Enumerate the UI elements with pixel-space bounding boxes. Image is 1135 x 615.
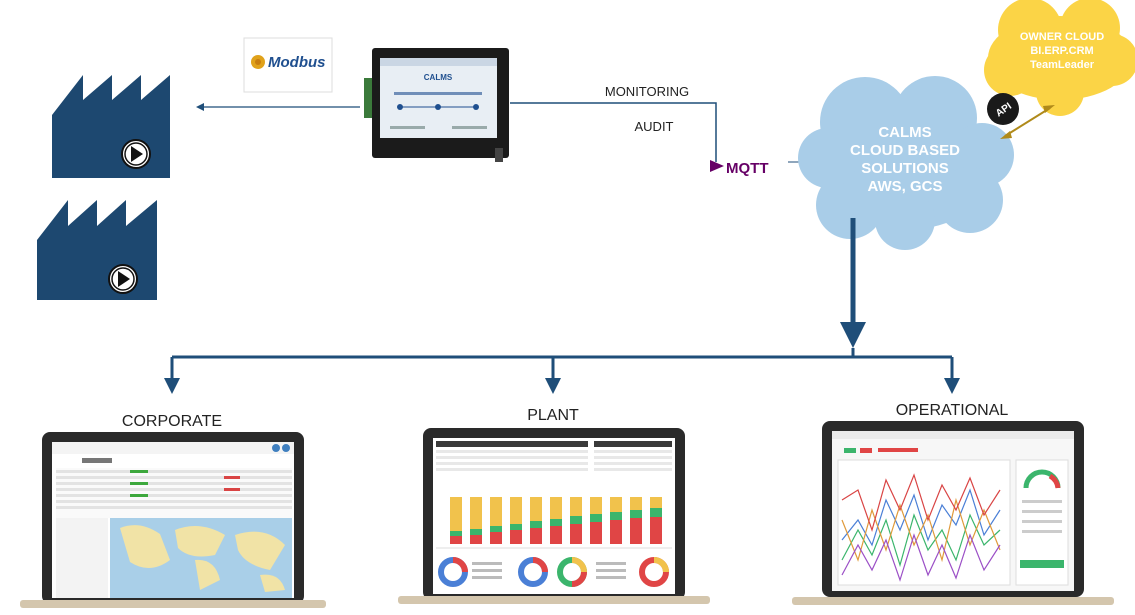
owner-cloud-line-3: TeamLeader [1030,59,1094,71]
monitoring-label: MONITORING [605,84,689,99]
factory-icon-bottom [37,200,157,300]
plant-label: PLANT [527,407,579,424]
calms-gateway-device: CALMS [364,48,509,162]
cloud-down-arrowhead [840,322,866,348]
mqtt-logo: MQTT [710,160,769,177]
owner-cloud-line-1: OWNER CLOUD [1019,31,1105,43]
audit-label: AUDIT [635,119,674,134]
operational-label: OPERATIONAL [896,402,1009,419]
modbus-logo: Modbus [243,37,333,93]
laptop-plant [398,428,710,604]
main-cloud-line-1: CALMS [878,124,932,141]
laptop-operational [792,421,1114,605]
mqtt-logo-text: MQTT [726,160,769,177]
factory-icon-top [52,75,170,178]
calms-cloud-shape [798,76,1014,250]
modbus-logo-text: Modbus [268,54,326,71]
main-cloud-line-2: CLOUD BASED [849,142,960,159]
main-cloud-line-3: SOLUTIONS [861,160,949,177]
laptop-corporate [20,432,326,608]
monitoring-audit-line [510,102,717,162]
gateway-to-factory-arrowhead [196,103,204,111]
owner-cloud-shape [984,0,1135,116]
corporate-label: CORPORATE [122,413,222,430]
api-connector: API [987,93,1055,139]
main-cloud-label: CALMS CLOUD BASED SOLUTIONS AWS, GCS [830,124,980,196]
owner-cloud-label: OWNER CLOUD BI.ERP.CRM TeamLeader [1002,30,1122,72]
gateway-brand: CALMS [424,73,453,82]
main-cloud-line-4: AWS, GCS [867,178,943,195]
owner-cloud-line-2: BI.ERP.CRM [1030,45,1094,57]
